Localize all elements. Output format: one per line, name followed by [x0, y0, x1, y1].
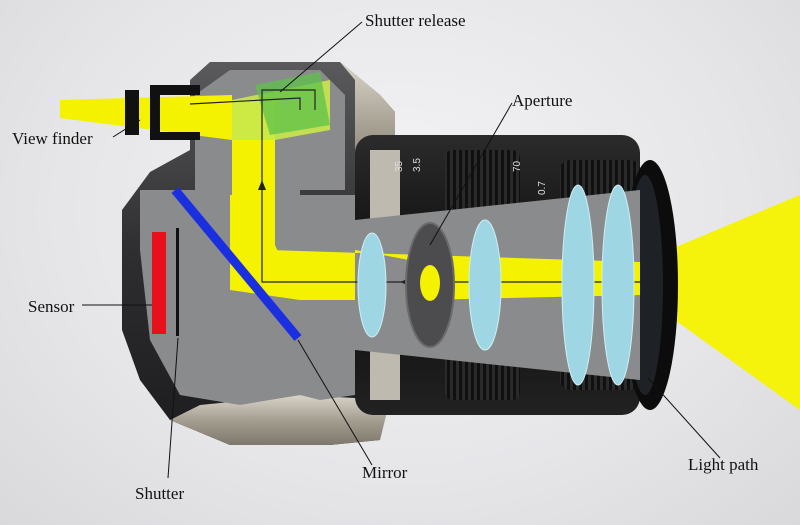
- leader-shutter: [167, 337, 179, 479]
- leader-shutter-release: [279, 21, 363, 93]
- lens-marking-0-7: 0.7: [537, 181, 548, 195]
- leader-light-path: [647, 377, 721, 459]
- label-sensor: Sensor: [28, 297, 75, 316]
- mirror: [171, 187, 302, 341]
- prism-green-tint: [255, 72, 330, 135]
- label-light-path: Light path: [688, 455, 759, 474]
- label-shutter: Shutter: [135, 484, 185, 503]
- lens-marking-35: 35: [394, 160, 405, 172]
- light-path-line-2: [189, 97, 301, 110]
- light-beam-viewfinder: [60, 95, 232, 140]
- arrow-head: [258, 180, 266, 190]
- leader-mirror: [297, 339, 373, 466]
- lens-marking-70: 70: [512, 160, 523, 172]
- eyepiece-cup: [125, 90, 139, 135]
- lens-element-1: [357, 232, 387, 338]
- label-aperture: Aperture: [512, 91, 573, 110]
- aperture-opening: [420, 265, 440, 301]
- label-view-finder: View finder: [12, 129, 93, 148]
- light-beam-lens: [270, 250, 640, 300]
- incoming-light-beam: [640, 195, 800, 410]
- lens-element-4: [561, 184, 595, 386]
- label-shutter-release: Shutter release: [365, 11, 466, 30]
- lens-marking-3-5: 3.5: [412, 158, 423, 172]
- light-path-line: [261, 89, 640, 283]
- shutter-curtain: [176, 228, 179, 336]
- image-sensor: [152, 232, 166, 334]
- bottom-plate: [170, 395, 390, 445]
- lens-element-3: [468, 219, 502, 351]
- eyepiece: [150, 85, 200, 140]
- lens-element-5: [601, 184, 635, 386]
- leader-view-finder: [112, 119, 141, 138]
- label-mirror: Mirror: [362, 463, 408, 482]
- leader-aperture: [429, 102, 513, 246]
